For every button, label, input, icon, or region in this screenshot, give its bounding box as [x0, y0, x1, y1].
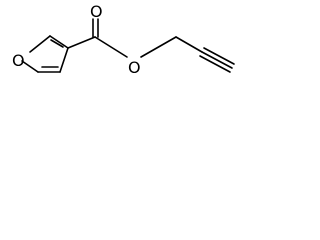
bond-ring-carbonyl [67, 36, 96, 49]
bond-c5-o [29, 35, 51, 53]
bond-c4-c5-inner [50, 39, 64, 48]
bond-ester-o-ch2 [140, 36, 177, 58]
atom-label-carbonyl-oxygen: O [90, 2, 103, 21]
alkyne-bond-3 [203, 47, 235, 65]
atom-labels: O O O [12, 2, 141, 77]
bond-carbonyl-ester-o [94, 36, 128, 58]
alkyne-bond-1 [201, 51, 233, 69]
bond-c4-c5 [49, 35, 69, 49]
chemical-structure: O O O [12, 2, 235, 77]
bond-o-c2 [21, 60, 39, 73]
bonds-group [21, 18, 235, 73]
bond-ch2-alkyne [175, 36, 203, 53]
bond-c3-c4 [59, 47, 69, 73]
atom-label-furan-oxygen: O [12, 51, 25, 70]
atom-label-ester-oxygen: O [128, 58, 141, 77]
alkyne-bond-2 [199, 55, 231, 73]
